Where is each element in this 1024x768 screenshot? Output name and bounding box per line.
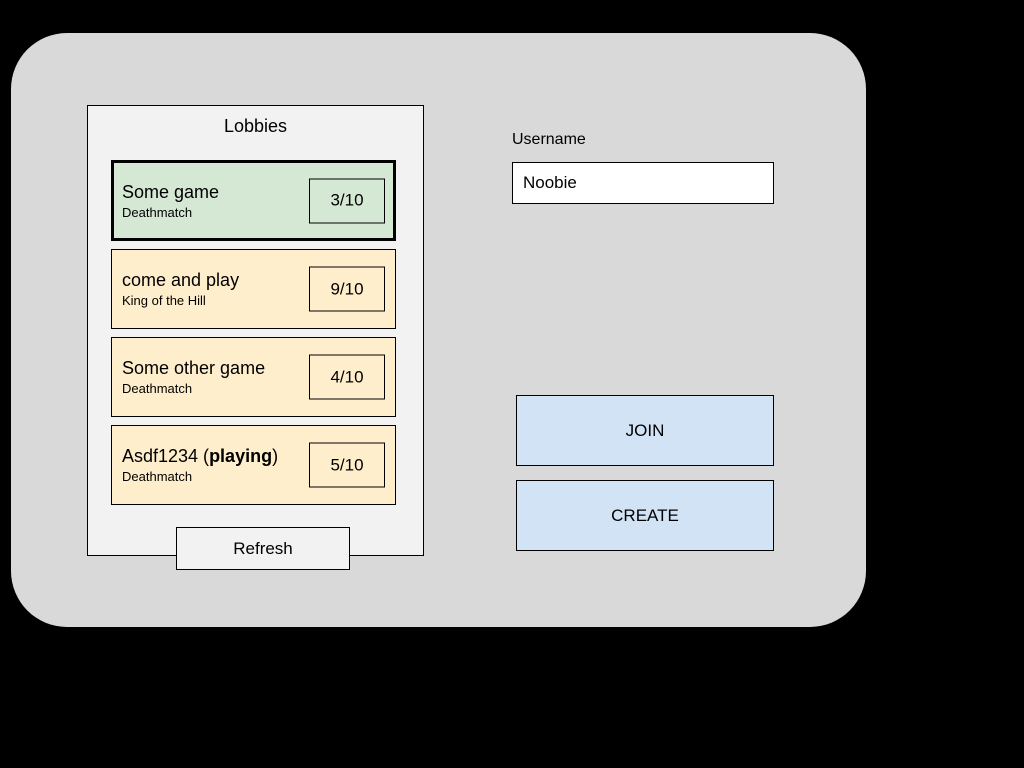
lobby-player-count: 3/10 [309,178,385,223]
username-input[interactable] [512,162,774,204]
lobby-name: come and play [122,270,240,290]
create-button[interactable]: CREATE [516,480,774,551]
lobby-name: Asdf1234 (playing) [122,446,279,466]
lobby-card[interactable]: Asdf1234 (playing) Deathmatch 5/10 [111,425,396,505]
lobbies-panel-title: Lobbies [223,116,288,136]
lobby-mode: Deathmatch [122,469,193,484]
lobby-mode: King of the Hill [122,293,206,308]
lobby-text-block: Asdf1234 (playing) Deathmatch [122,445,278,485]
lobby-player-count: 9/10 [309,266,385,312]
username-label: Username [512,131,586,148]
lobby-mode: Deathmatch [122,204,193,220]
lobby-player-count: 5/10 [309,442,385,488]
lobby-player-count: 4/10 [309,354,385,400]
lobby-name-status: playing [209,446,273,466]
lobby-mode: Deathmatch [122,381,193,396]
refresh-button[interactable]: Refresh [176,527,350,570]
join-button[interactable]: JOIN [516,395,774,466]
lobby-name: Some game [122,181,220,202]
lobby-name: Some other game [122,358,266,378]
